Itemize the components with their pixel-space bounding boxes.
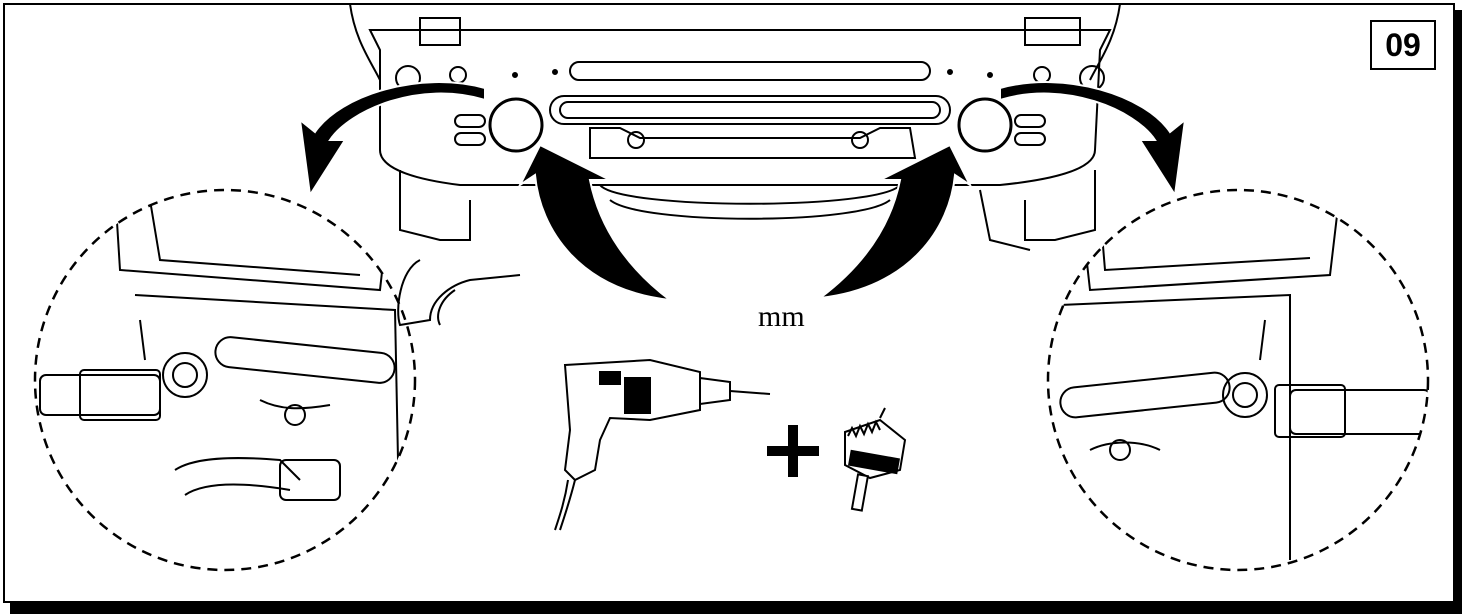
arrow-lower-right <box>816 143 973 300</box>
plus-icon <box>767 425 819 477</box>
arrow-lower-left <box>517 143 674 302</box>
hole-saw-icon <box>844 407 907 512</box>
hole-marker-right <box>957 97 1013 153</box>
detail-circle-left <box>33 188 417 572</box>
curved-arrow-icon <box>298 81 1187 302</box>
step-number-badge: 09 <box>1370 20 1436 70</box>
arrow-upper-right <box>999 81 1187 198</box>
arrow-upper-left <box>298 81 486 198</box>
page-frame <box>3 3 1462 614</box>
unit-label: mm <box>758 300 805 333</box>
hole-marker-left <box>488 97 544 153</box>
hole-marker-circles <box>488 97 1013 153</box>
drill-icon <box>554 358 771 531</box>
vehicle-rear-panel <box>349 3 1121 327</box>
